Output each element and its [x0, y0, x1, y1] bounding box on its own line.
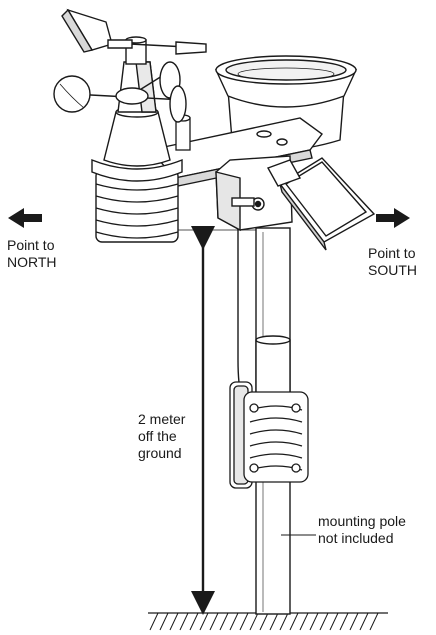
- ground: [148, 612, 388, 631]
- radiation-shield: [91, 158, 183, 243]
- north-label-line-1: Point to: [7, 237, 55, 253]
- hanging-sensor: [229, 381, 309, 489]
- solar-panel: [266, 157, 376, 251]
- ground-hatching: [149, 612, 379, 631]
- south-arrow-icon: [376, 208, 410, 228]
- height-label: 2 meter off the ground: [138, 411, 185, 462]
- anemometer: [53, 61, 187, 123]
- pole-label-line-1: mounting pole: [318, 513, 406, 529]
- south-label-line-2: SOUTH: [368, 262, 417, 278]
- wind-vane: [61, 8, 207, 55]
- shield-louvers: [95, 183, 179, 239]
- sensor-cable: [237, 208, 241, 391]
- height-label-line-1: 2 meter: [138, 411, 186, 427]
- pole-label-line-2: not included: [318, 530, 394, 546]
- north-label-line-2: NORTH: [7, 254, 57, 270]
- north-arrow-icon: [8, 208, 42, 228]
- south-direction-label: Point to SOUTH: [368, 245, 417, 279]
- mounting-pole-label: mounting pole not included: [318, 513, 406, 547]
- height-label-line-2: off the: [138, 428, 177, 444]
- south-label-line-1: Point to: [368, 245, 416, 261]
- height-label-line-3: ground: [138, 445, 182, 461]
- north-direction-label: Point to NORTH: [7, 237, 57, 271]
